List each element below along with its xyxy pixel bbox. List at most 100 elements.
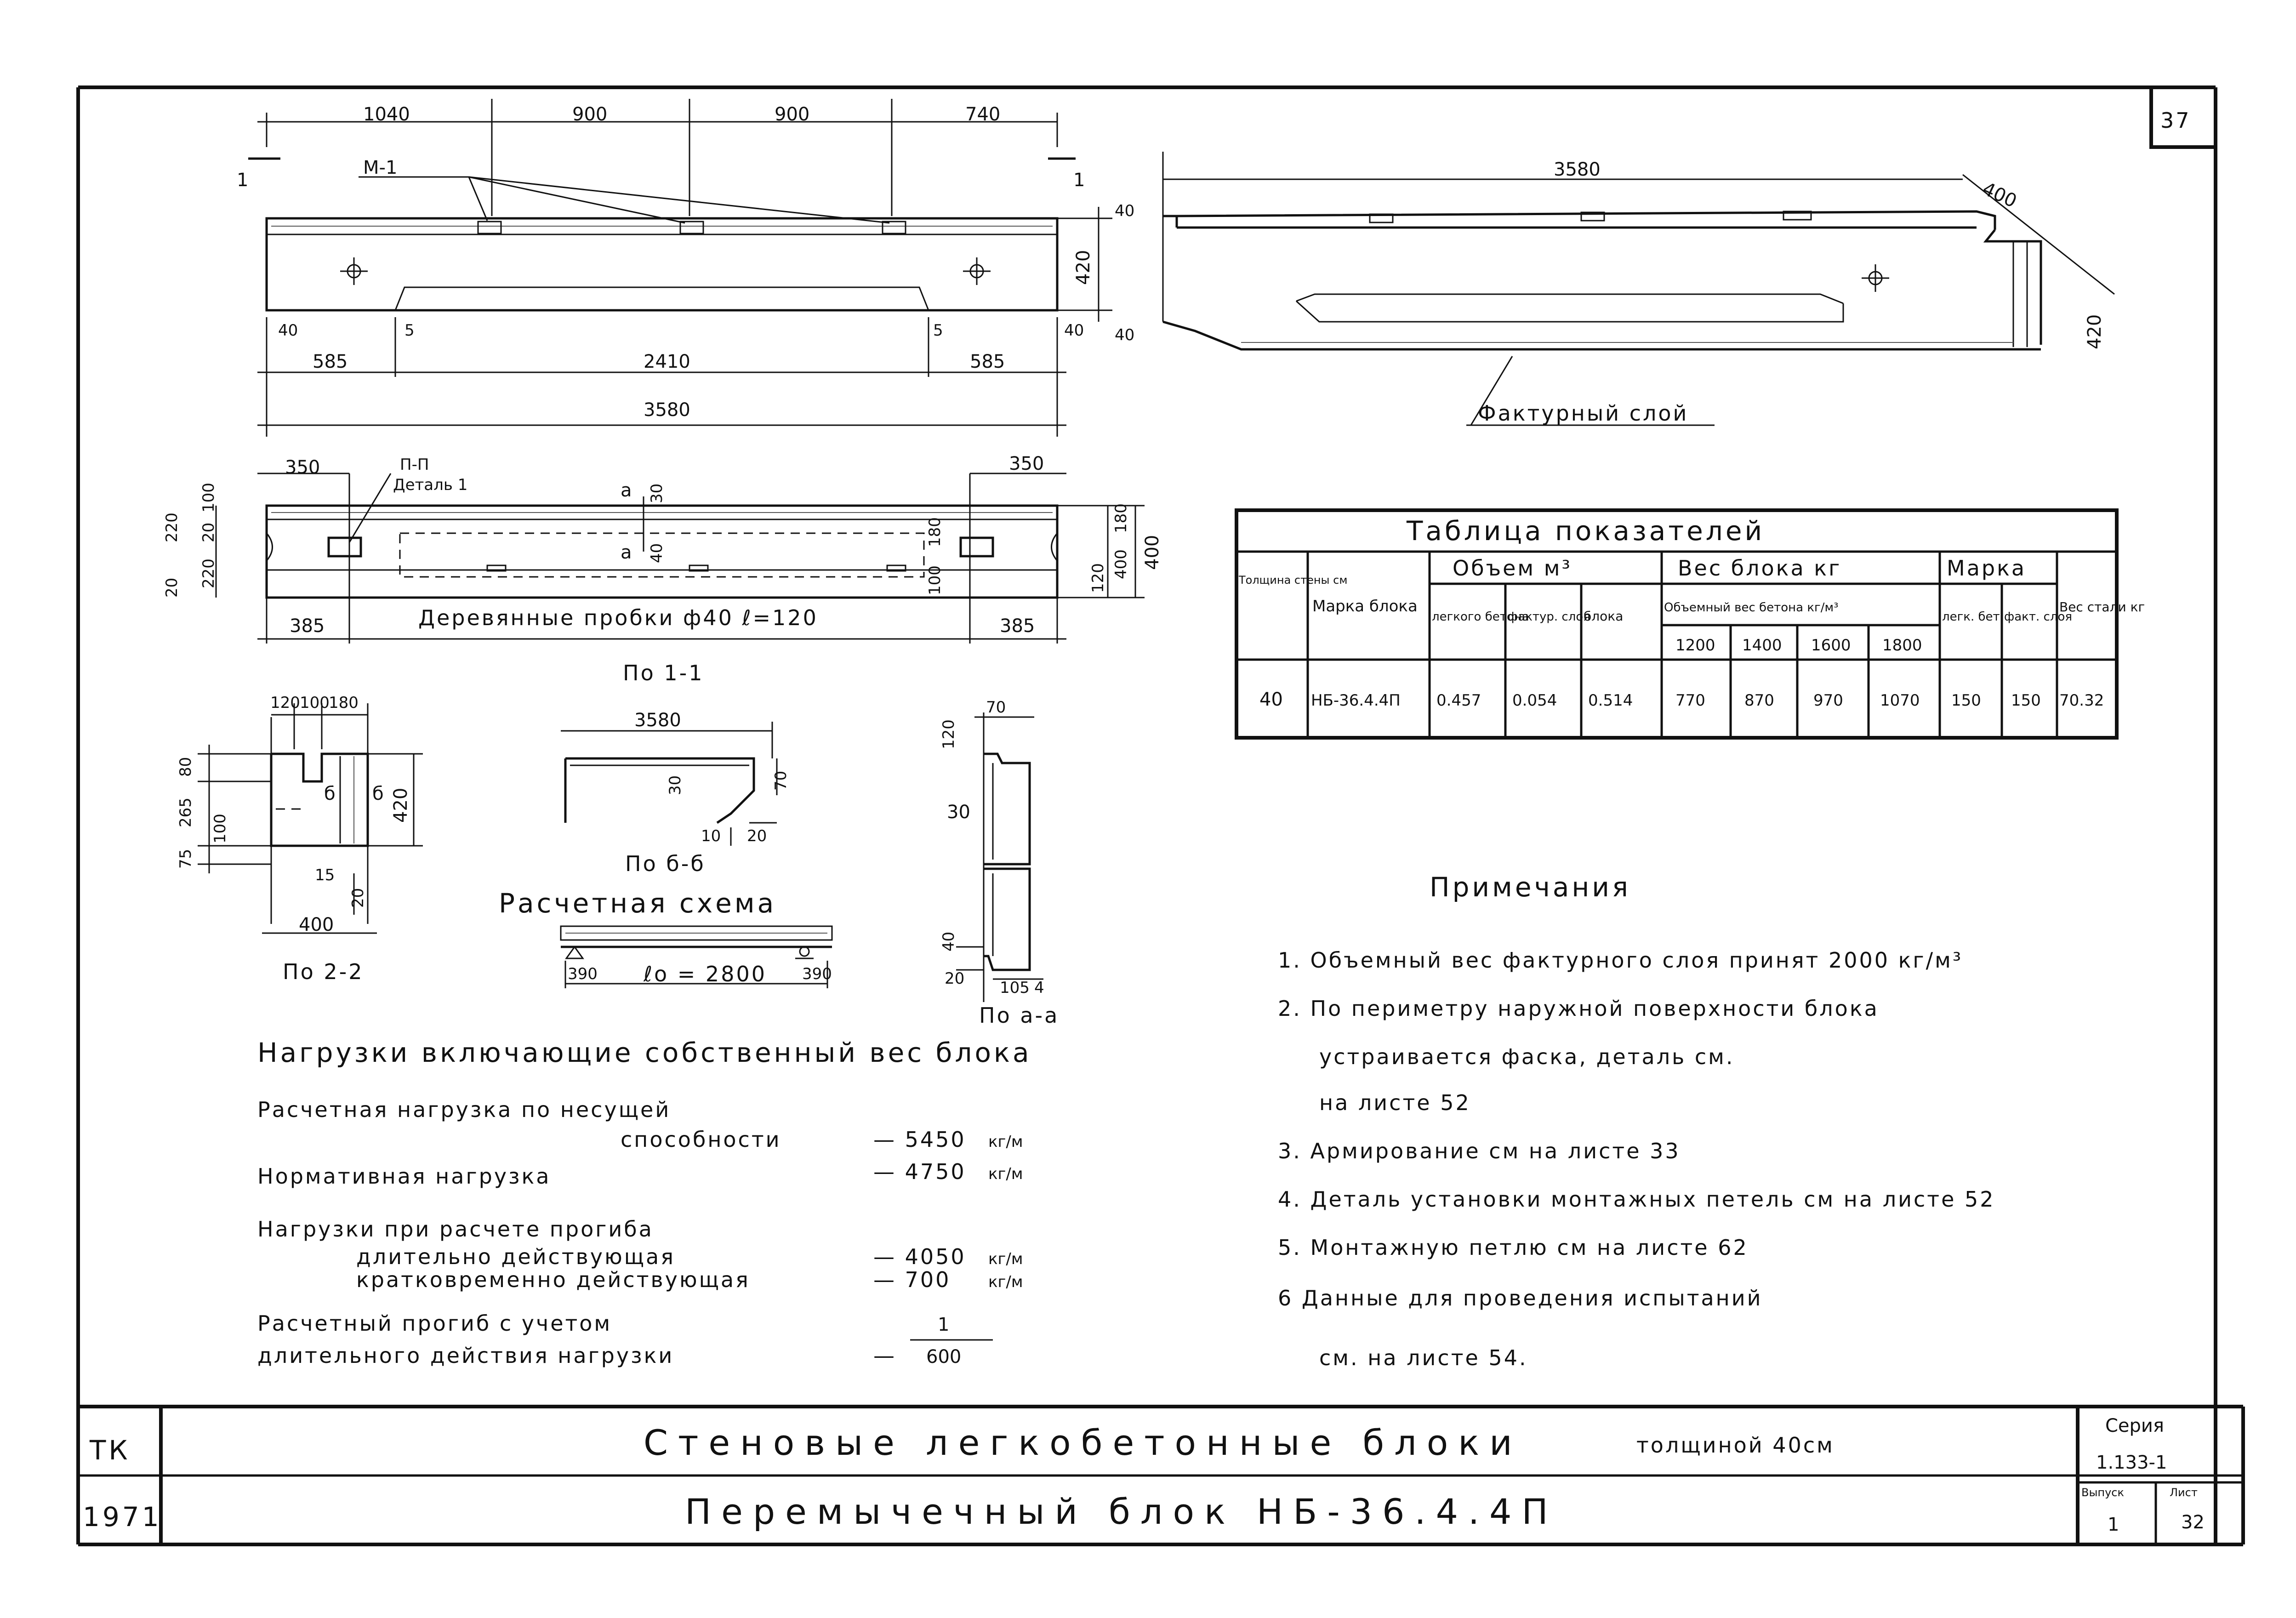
table-cell-1: НБ-36.4.4П (1311, 691, 1401, 710)
saa-dim-30: 30 (947, 802, 970, 823)
series-label: Серия (2105, 1415, 2164, 1436)
loads-row-0-label: Расчетная нагрузка по несущей (257, 1097, 671, 1122)
table-header-grade-light: легк. бет. (1942, 610, 2004, 624)
sbb-dim-10: 10 (701, 827, 721, 845)
s22-dim-top-2: 180 (329, 694, 359, 712)
front-dim-small-1: 5 (405, 321, 415, 340)
table-cell-2: 0.457 (1436, 691, 1481, 710)
front-section-mark-left: 1 (237, 170, 248, 191)
notes-item-2: устраивается фаска, деталь см. (1319, 1044, 1734, 1069)
saa-dim-120: 120 (940, 719, 958, 749)
sbb-dim-length: 3580 (634, 710, 681, 731)
loads-row-2-value: — 4050 (873, 1244, 966, 1269)
table-cell-3: 0.054 (1512, 691, 1557, 710)
table-cell-7: 970 (1813, 691, 1843, 710)
sheet-value: 32 (2181, 1512, 2205, 1533)
loads-row-4-frac-num: 1 (938, 1314, 949, 1335)
notes-item-8: см. на листе 54. (1319, 1345, 1528, 1370)
table-header-volume: Объем м³ (1453, 556, 1572, 581)
loads-heading: Нагрузки включающие собственный вес блок… (257, 1037, 1032, 1068)
table-title: Таблица показателей (1406, 515, 1765, 547)
table-cell-10: 150 (2011, 691, 2041, 710)
scheme-support-right: 390 (802, 965, 832, 983)
front-dim-top-0: 1040 (363, 104, 410, 125)
loads-row-2-label2: длительно действующая (356, 1244, 675, 1269)
plan-section-a-bottom: а (621, 542, 632, 563)
s22-mark-b-left: б (324, 783, 336, 804)
table-cell-8: 1070 (1880, 691, 1920, 710)
stamp-year: 1971 (83, 1501, 162, 1533)
loads-row-1-unit: кг/м (988, 1165, 1023, 1183)
front-dim-small-3: 40 (1064, 321, 1084, 340)
s22-dim-top-0: 120 (270, 694, 300, 712)
loads-row-0-label2: способности (621, 1127, 781, 1152)
sheet-label: Лист (2170, 1486, 2198, 1499)
plan-label-detail: Деталь 1 (393, 476, 467, 494)
s22-dim-width: 400 (299, 914, 334, 935)
plan-dim-right-2: 120 (1089, 563, 1107, 593)
plan-dim-bottom-left: 385 (290, 615, 325, 637)
front-dim-top-1: 900 (572, 104, 607, 125)
iso-dim-width: 400 (1979, 178, 2020, 212)
series-value: 1.133-1 (2096, 1452, 2167, 1473)
notes-item-0: 1. Объемный вес фактурного слоя принят 2… (1278, 948, 1963, 973)
loads-row-2-label: Нагрузки при расчете прогиба (257, 1217, 654, 1242)
table-header-vol-block: блока (1584, 609, 1623, 624)
s22-caption: По 2-2 (283, 959, 364, 984)
s22-mark-b-right: б (372, 783, 384, 804)
notes-item-4: 3. Армирование см на листе 33 (1278, 1139, 1681, 1163)
sheet-frame (76, 85, 2245, 1546)
plan-dim-left-0: 220 (163, 513, 181, 542)
loads-row-1-value: — 4750 (873, 1159, 966, 1184)
plan-dim-inner-1: 100 (926, 565, 944, 595)
plan-view (215, 473, 1145, 644)
iso-label-facing: Фактурный слой (1478, 401, 1688, 426)
front-dim-top-3: 740 (965, 104, 1000, 125)
loads-row-4-value: — (873, 1343, 896, 1368)
issue-value: 1 (2108, 1514, 2119, 1535)
table-header-vol-light: легкого бетона (1432, 610, 1529, 624)
plan-dim-right-3: 400 (1142, 535, 1163, 570)
scheme-span: ℓо = 2800 (643, 962, 767, 986)
table-header-density: Объемный вес бетона кг/м³ (1664, 601, 1839, 615)
s22-dim-left-0: 80 (177, 757, 195, 777)
table-cell-6: 870 (1744, 691, 1774, 710)
title-main: Стеновые легкобетонные блоки (644, 1422, 1522, 1463)
loads-row-4-frac-den: 600 (926, 1346, 961, 1367)
notes-heading: Примечания (1430, 872, 1631, 903)
notes-item-1: 2. По периметру наружной поверхности бло… (1278, 996, 1879, 1021)
table-header-d2: 1400 (1742, 636, 1782, 655)
plan-caption: По 1-1 (623, 661, 704, 685)
saa-dim-40: 40 (940, 932, 958, 951)
plan-dim-bottom-right: 385 (1000, 615, 1035, 637)
table-header-steel: Вес стали кг (2059, 599, 2145, 615)
iso-view (1162, 152, 2115, 426)
saa-dim-70: 70 (986, 698, 1006, 717)
front-dim-small-0: 40 (278, 321, 298, 340)
plan-dim-inner-0: 180 (926, 517, 944, 547)
sbb-dim-70: 70 (772, 771, 790, 791)
loads-row-3-label: кратковременно действующая (356, 1267, 750, 1292)
table-cell-9: 150 (1951, 691, 1981, 710)
calc-scheme (560, 925, 833, 988)
section-a-a (956, 712, 1043, 1002)
front-dim-bottom-0: 585 (313, 351, 348, 372)
loads-row-4-label: Расчетный прогиб с учетом (257, 1311, 612, 1336)
notes-item-3: на листе 52 (1319, 1090, 1471, 1115)
sbb-dim-30: 30 (666, 775, 684, 795)
front-dim-small-top: 40 (1115, 202, 1134, 220)
plan-plug-label: Деревянные пробки ф40 ℓ=120 (418, 605, 818, 630)
table-cell-11: 70.32 (2059, 691, 2104, 710)
plan-dim-left-2: 20 (199, 523, 218, 542)
plan-dim-right-0: 180 (1112, 503, 1130, 533)
s22-dim-left-3: 75 (177, 849, 195, 869)
front-dim-bottom-2: 585 (970, 351, 1005, 372)
saa-dim-20: 20 (945, 969, 964, 988)
sbb-caption: По б-б (625, 851, 706, 876)
notes-item-5: 4. Деталь установки монтажных петель см … (1278, 1187, 1995, 1212)
loads-row-1-label: Нормативная нагрузка (257, 1164, 551, 1189)
s22-dim-left-2: 100 (211, 814, 229, 843)
saa-dim-105: 105 (1000, 979, 1030, 997)
